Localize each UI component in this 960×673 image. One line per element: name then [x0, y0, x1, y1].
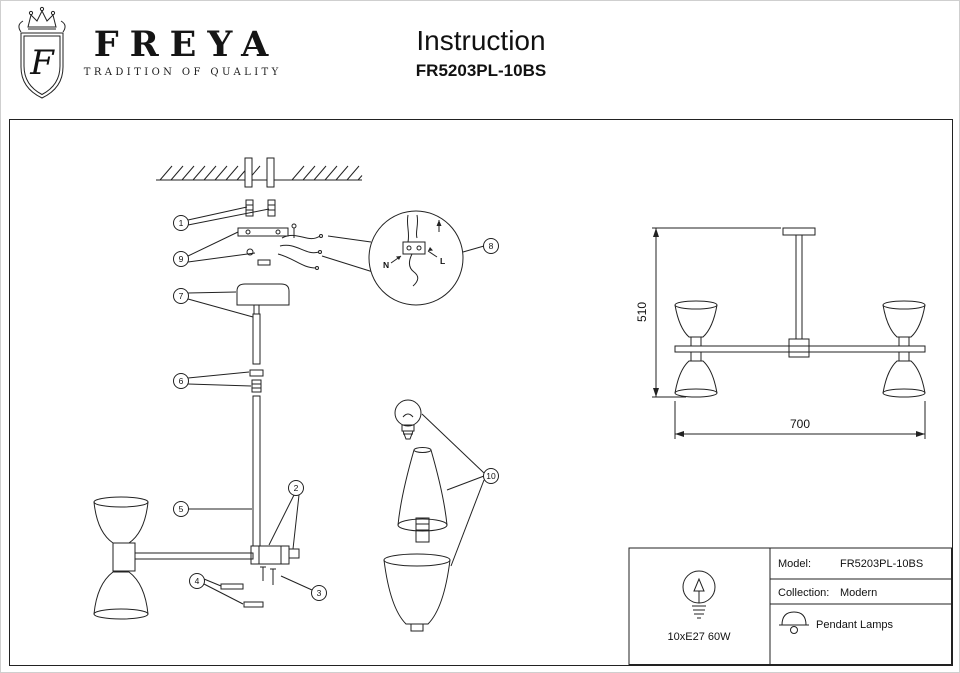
title-block: Instruction FR5203PL-10BS — [331, 25, 631, 81]
brand-name: FREYA — [93, 24, 280, 65]
diagram-frame: N L 1 9 — [9, 119, 953, 666]
hub-assembly — [220, 545, 300, 608]
spec-model-label: Model: — [778, 558, 811, 570]
spec-category: Pendant Lamps — [816, 619, 894, 631]
svg-text:2: 2 — [294, 483, 299, 493]
logo-letter: F — [29, 43, 55, 83]
wiring-detail-magnifier: N L — [321, 210, 464, 306]
callout-4: 4 — [189, 573, 244, 605]
svg-text:1: 1 — [179, 218, 184, 228]
spec-collection-value: Modern — [840, 587, 877, 599]
freya-crest-icon: F — [18, 6, 66, 99]
dimension-width: 700 — [790, 417, 810, 431]
brand-tagline: TRADITION OF QUALITY — [83, 66, 282, 78]
freya-logo: F — [11, 5, 73, 116]
dimension-height: 510 — [635, 302, 649, 322]
page-title: Instruction — [416, 25, 546, 56]
arm-with-shades — [93, 496, 254, 620]
page-model-number: FR5203PL-10BS — [415, 61, 547, 80]
callout-9: 9 — [173, 231, 256, 267]
spec-collection-label: Collection: — [778, 587, 829, 599]
callout-6: 6 — [173, 371, 252, 389]
callout-7: 7 — [173, 288, 254, 318]
assembled-view — [674, 227, 926, 398]
callout-5: 5 — [173, 501, 252, 517]
svg-text:10: 10 — [486, 471, 496, 481]
callout-1: 1 — [173, 206, 270, 231]
spec-model-value: FR5203PL-10BS — [840, 558, 923, 570]
wiring-label-l: L — [440, 256, 445, 266]
callout-10: 10 — [421, 413, 499, 567]
svg-text:9: 9 — [179, 254, 184, 264]
brand-block: FREYA TRADITION OF QUALITY — [75, 24, 287, 78]
header: F FREYA TRADITION OF QUALITY Instruction… — [1, 1, 959, 119]
ceiling-hatch — [156, 157, 363, 188]
callout-8: 8 — [462, 238, 499, 254]
callout-3: 3 — [280, 575, 327, 601]
svg-text:8: 8 — [489, 241, 494, 251]
svg-text:7: 7 — [179, 291, 184, 301]
assembly-diagram: N L 1 9 — [93, 157, 952, 665]
canopy-and-rods — [236, 283, 290, 547]
pendant-lamp-icon — [779, 611, 809, 634]
svg-text:6: 6 — [179, 376, 184, 386]
svg-text:5: 5 — [179, 504, 184, 514]
bulb-icon — [682, 570, 716, 619]
mounting-hardware — [237, 199, 323, 270]
lamp-head-exploded — [383, 399, 451, 632]
svg-text:4: 4 — [195, 576, 200, 586]
callouts: 1 9 7 6 — [173, 206, 499, 605]
callout-2: 2 — [268, 480, 304, 550]
svg-text:3: 3 — [317, 588, 322, 598]
spec-box: Model: FR5203PL-10BS Collection: Modern … — [628, 547, 952, 665]
dimensions: 510 700 — [635, 227, 926, 439]
wiring-label-n: N — [383, 260, 389, 270]
bulb-spec: 10xE27 60W — [668, 631, 732, 643]
